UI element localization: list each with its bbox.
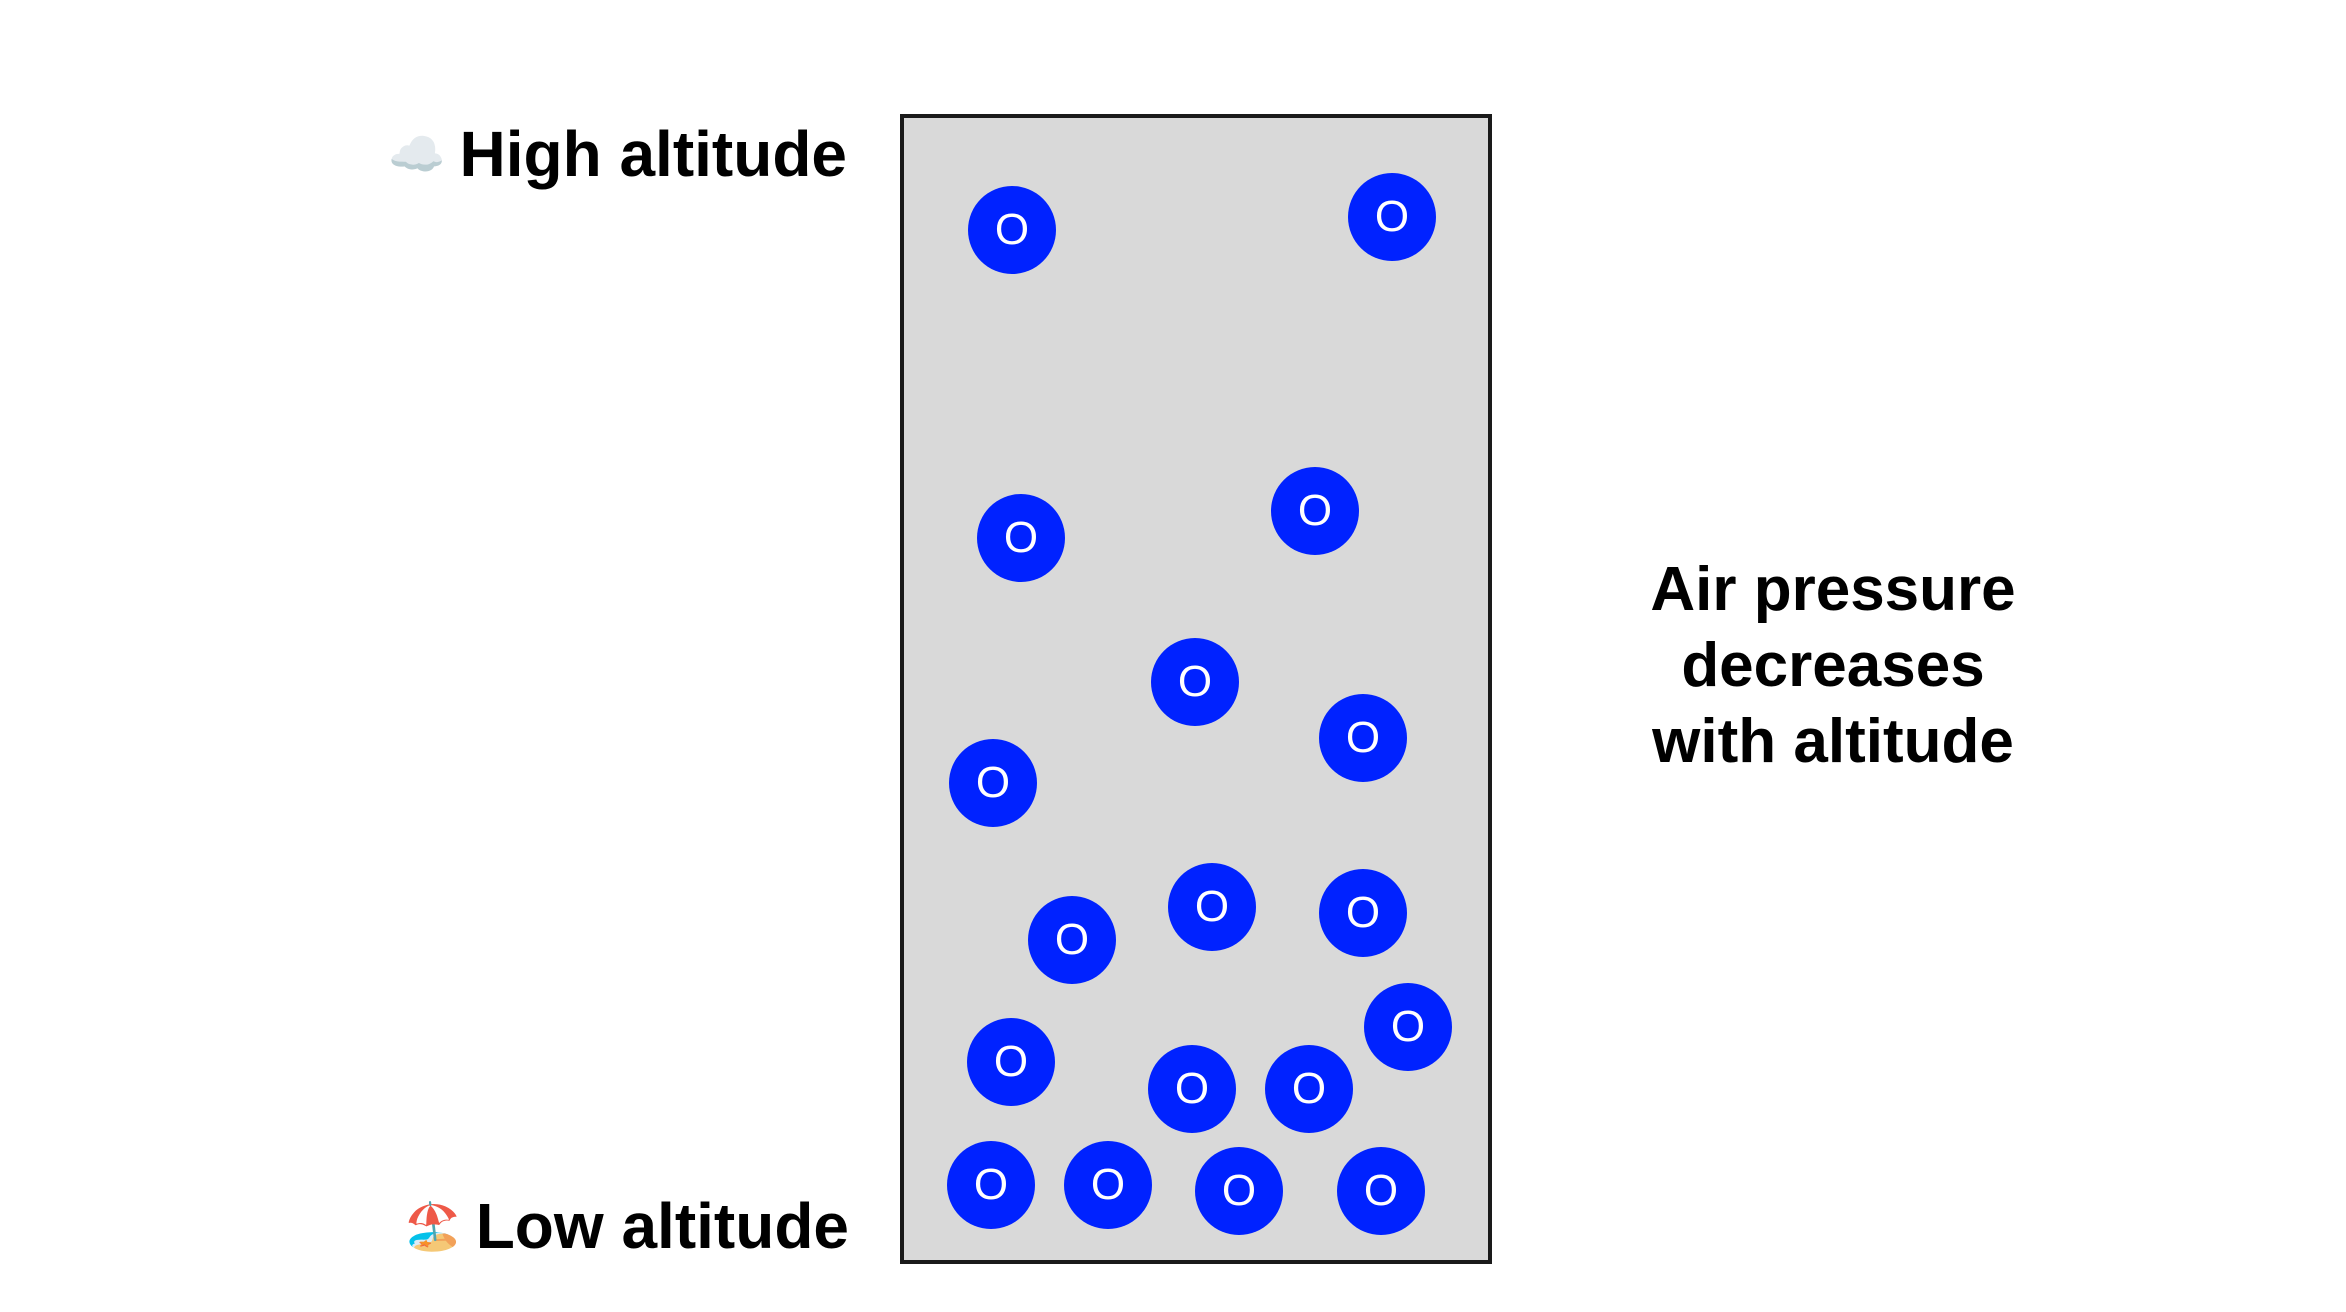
oxygen-molecule: O — [1348, 173, 1436, 261]
oxygen-molecule: O — [1271, 467, 1359, 555]
oxygen-molecule: O — [1168, 863, 1256, 951]
note-line: decreases — [1681, 631, 1985, 700]
oxygen-molecule: O — [968, 186, 1056, 274]
cloud-icon: ☁️ — [388, 128, 446, 180]
note-line: with altitude — [1652, 707, 2014, 776]
oxygen-molecule: O — [947, 1141, 1035, 1229]
oxygen-molecule: O — [1337, 1147, 1425, 1235]
oxygen-molecule: O — [1319, 869, 1407, 957]
oxygen-molecule: O — [949, 739, 1037, 827]
high-altitude-text: High altitude — [459, 118, 847, 190]
oxygen-molecule: O — [1364, 983, 1452, 1071]
pressure-note: Air pressure decreases with altitude — [1583, 552, 2083, 780]
oxygen-molecule: O — [1028, 896, 1116, 984]
oxygen-molecule: O — [1064, 1141, 1152, 1229]
low-altitude-text: Low altitude — [475, 1190, 849, 1262]
oxygen-molecule: O — [977, 494, 1065, 582]
high-altitude-label: ☁️High altitude — [388, 122, 847, 186]
note-line: Air pressure — [1650, 555, 2016, 624]
beach-umbrella-icon: 🏖️ — [404, 1200, 462, 1252]
oxygen-molecule: O — [967, 1018, 1055, 1106]
oxygen-molecule: O — [1151, 638, 1239, 726]
oxygen-molecule: O — [1195, 1147, 1283, 1235]
oxygen-molecule: O — [1319, 694, 1407, 782]
oxygen-molecule: O — [1148, 1045, 1236, 1133]
low-altitude-label: 🏖️Low altitude — [404, 1194, 849, 1258]
oxygen-molecule: O — [1265, 1045, 1353, 1133]
